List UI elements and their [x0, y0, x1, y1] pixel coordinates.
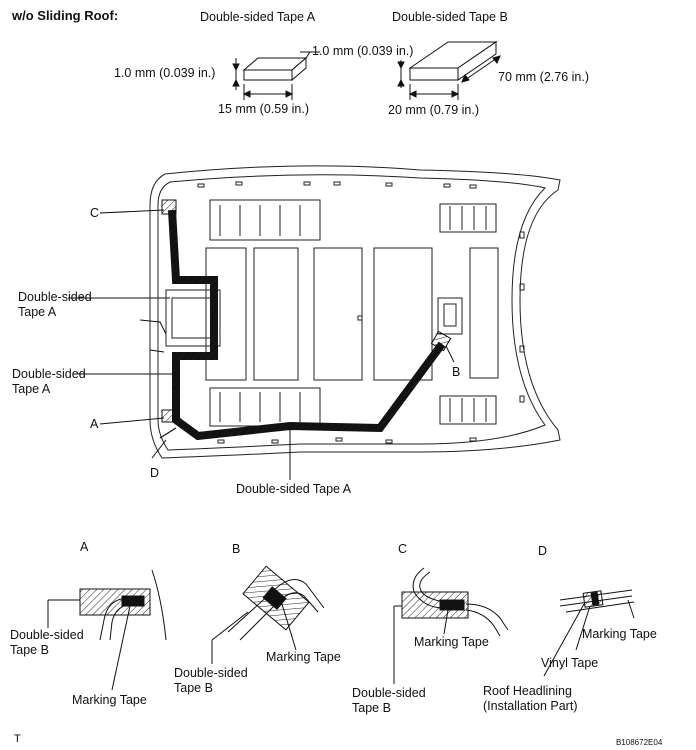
callout-c: C — [90, 206, 100, 220]
callout-a: A — [90, 417, 99, 431]
detail-c-marking: Marking Tape — [414, 635, 489, 649]
detail-d-drawing — [543, 589, 635, 677]
tape-a-width: 15 mm (0.59 in.) — [218, 102, 310, 116]
callout-tape-a-bottom: Double-sided Tape A — [236, 482, 352, 496]
callout-d: D — [150, 466, 160, 480]
detail-a-letter: A — [80, 540, 89, 554]
detail-a-tape: Double-sided Tape B — [10, 628, 84, 657]
detail-d-roof: Roof Headlining (Installation Part) — [483, 684, 578, 713]
footer-mark: T — [14, 733, 21, 745]
tape-b-spec-drawing — [397, 41, 501, 100]
detail-a-marking: Marking Tape — [72, 693, 147, 707]
tape-a-title: Double-sided Tape A — [200, 10, 316, 24]
detail-d-vinyl: Vinyl Tape — [541, 656, 599, 670]
roof-leader-lines — [68, 209, 455, 480]
detail-b-marking: Marking Tape — [266, 650, 341, 664]
detail-b-drawing — [211, 565, 325, 664]
condition-label: w/o Sliding Roof: — [12, 8, 119, 23]
detail-d-marking: Marking Tape — [582, 627, 657, 641]
detail-d-letter: D — [538, 544, 548, 558]
detail-c-drawing — [393, 567, 509, 684]
callout-tape-a-middle: Double-sided Tape A — [12, 367, 86, 396]
detail-c-tape: Double-sided Tape B — [352, 686, 426, 715]
roof-headliner-outline — [149, 165, 561, 459]
roof-wire-harness — [139, 199, 452, 441]
tape-a-thickness-top: 1.0 mm (0.039 in.) — [312, 44, 414, 58]
detail-a-drawing — [47, 569, 167, 691]
callout-b: B — [452, 365, 461, 379]
detail-c-letter: C — [398, 542, 408, 556]
detail-b-tape: Double-sided Tape B — [174, 666, 248, 695]
tape-b-width: 20 mm (0.79 in.) — [388, 103, 480, 117]
tape-a-thickness-left: 1.0 mm (0.039 in.) — [114, 66, 216, 80]
callout-tape-a-upper: Double-sided Tape A — [18, 290, 92, 319]
tape-b-length: 70 mm (2.76 in.) — [498, 70, 590, 84]
tape-b-title: Double-sided Tape B — [392, 10, 508, 24]
figure-id: B108672E04 — [616, 738, 663, 747]
tape-a-spec-drawing — [232, 51, 320, 100]
detail-b-letter: B — [232, 542, 241, 556]
